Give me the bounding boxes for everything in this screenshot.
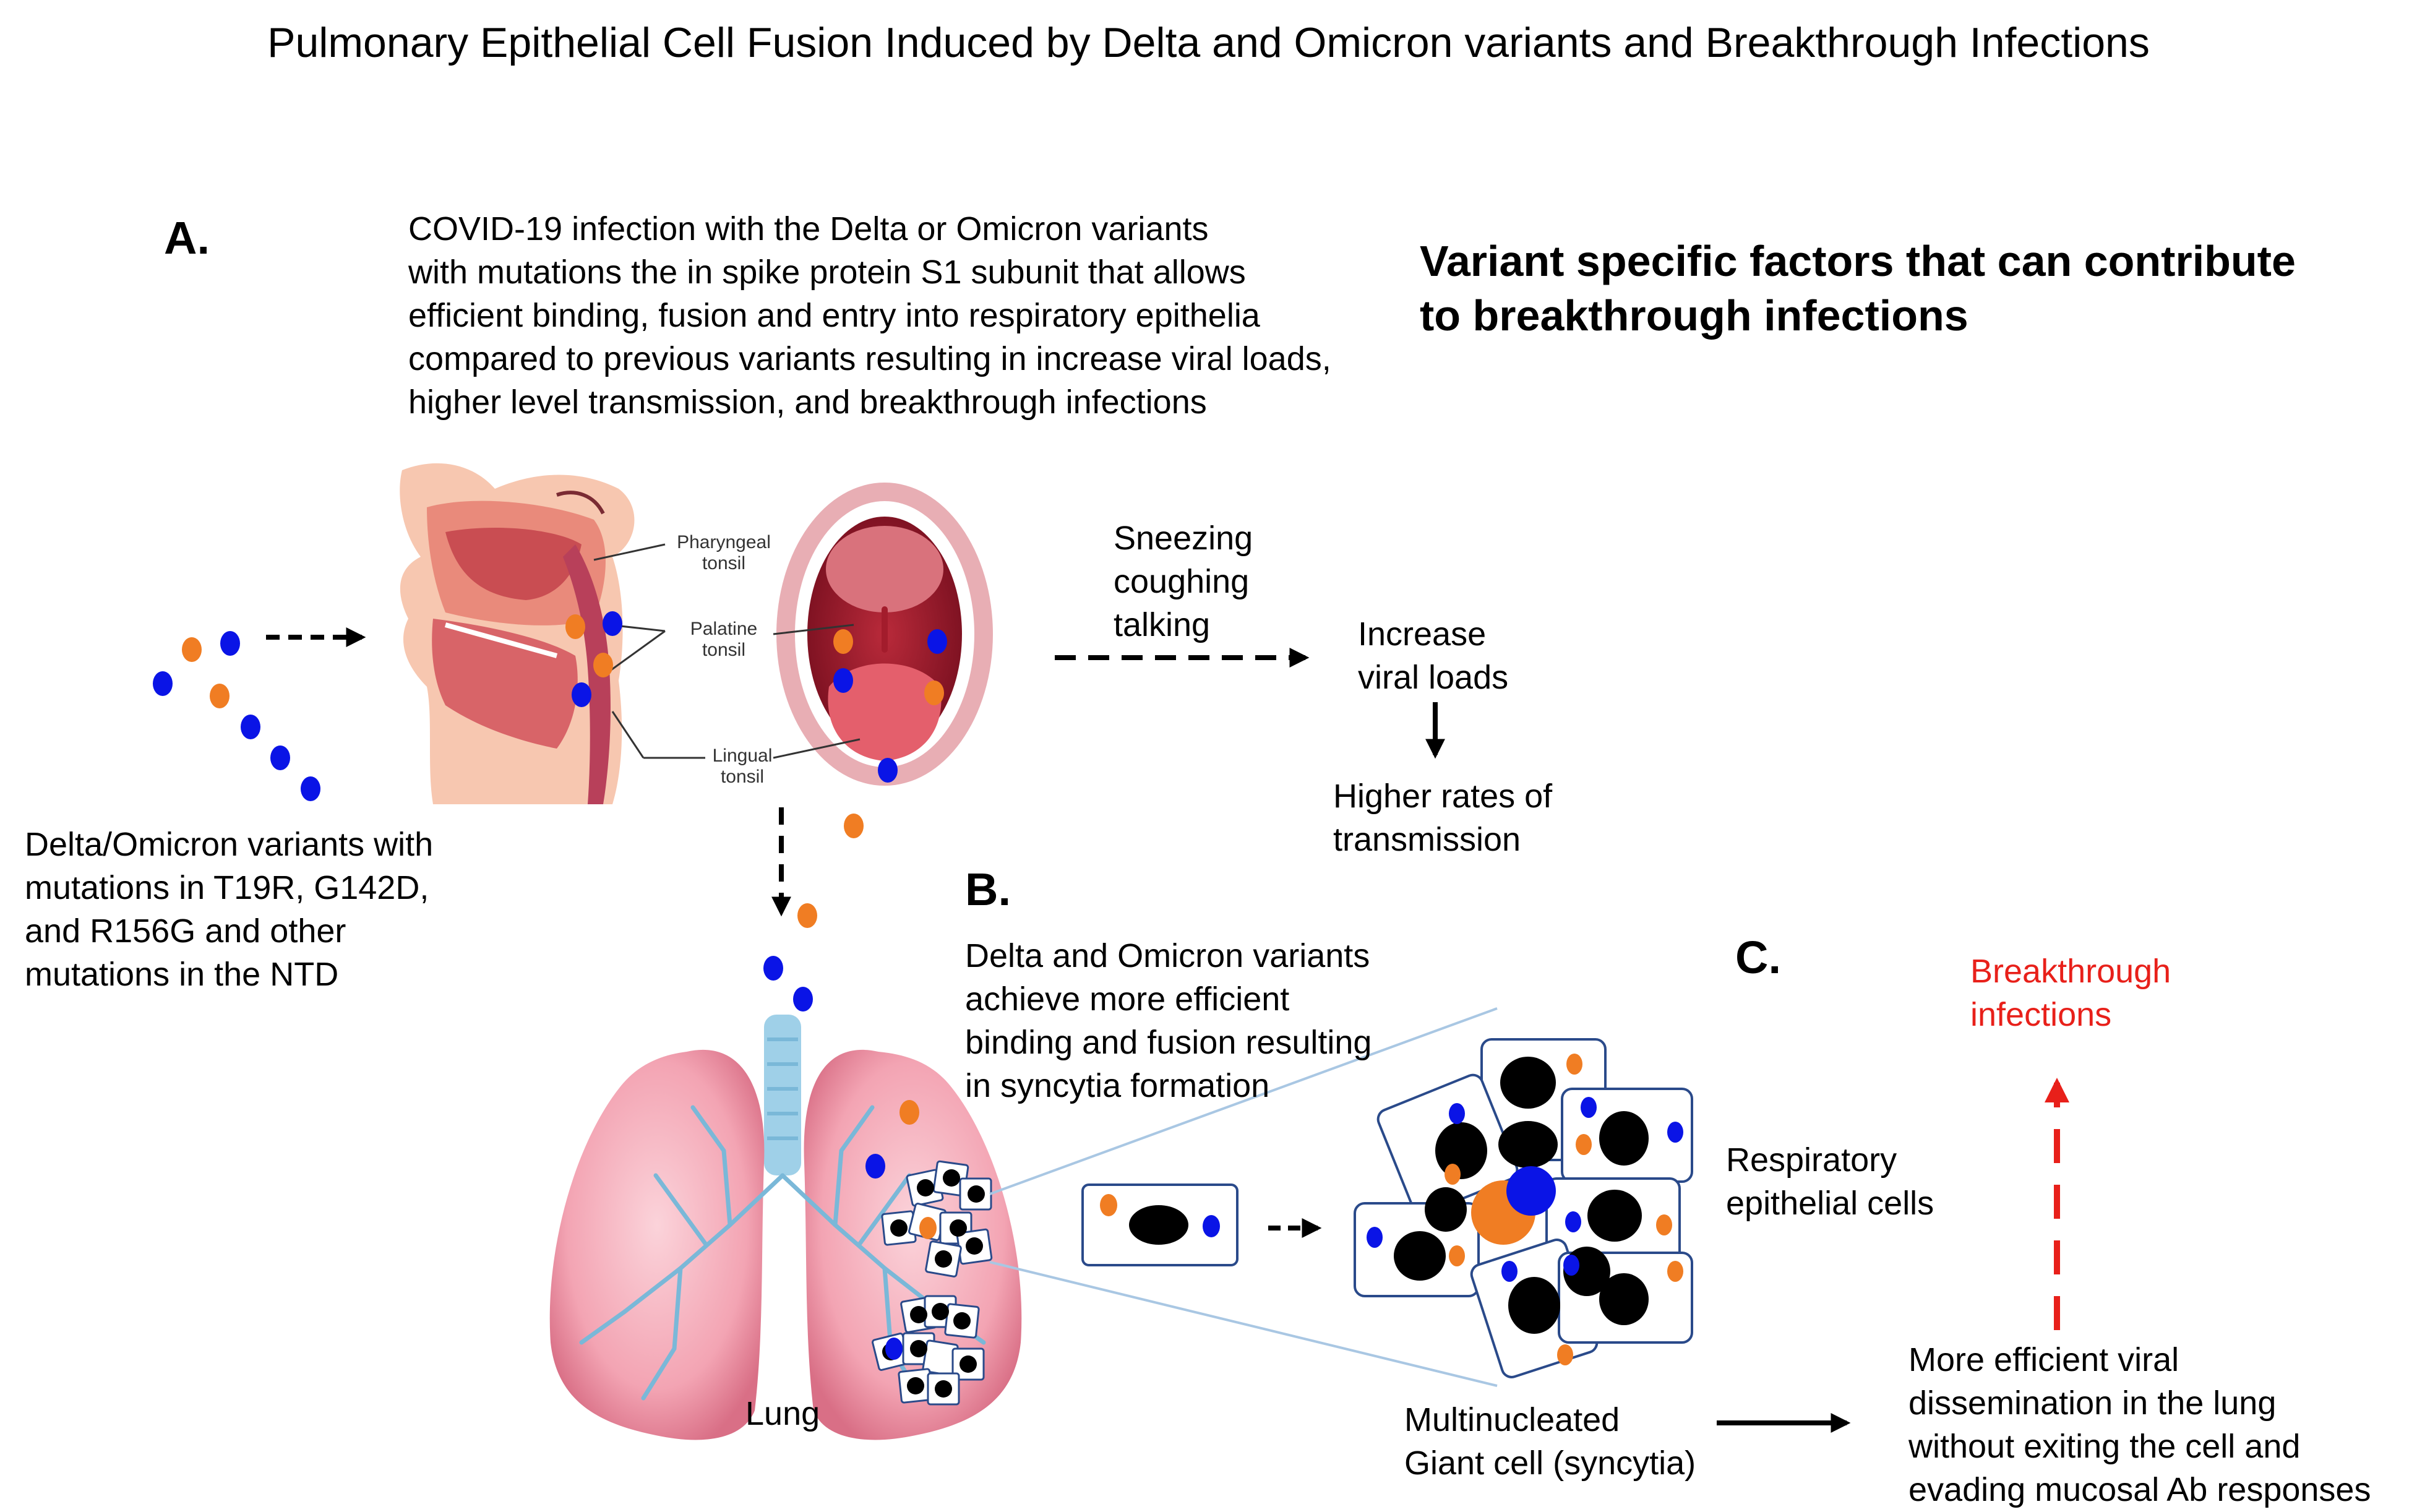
panel-b-description-line: binding and fusion resulting [965, 1024, 1372, 1061]
syncytia-virus-particles [1367, 1054, 1683, 1365]
lingual-tonsil-label: Lingual tonsil [687, 745, 798, 788]
transmission-label: Higher rates of transmission [1333, 775, 1552, 861]
zoom-lines [989, 1007, 1498, 1387]
panel-a-description-line: with mutations the in spike protein S1 s… [408, 254, 1246, 291]
variants-label-line: mutations in the NTD [25, 956, 339, 993]
spread-label-line: coughing [1114, 563, 1250, 600]
variant-factors-heading: Variant specific factors that can contri… [1420, 234, 2296, 343]
open-mouth-illustration [773, 483, 993, 786]
lungs-illustration [549, 1015, 1022, 1440]
respiratory-cells-line: Respiratory [1726, 1141, 1897, 1179]
panel-b-description: Delta and Omicron variants achieve more … [965, 934, 1372, 1107]
lung-label: Lung [745, 1395, 820, 1432]
viral-loads-label: Increase viral loads [1358, 612, 1508, 699]
heading-line: to breakthrough infections [1420, 291, 1968, 340]
panel-a-description-line: efficient binding, fusion and entry into… [408, 297, 1260, 334]
dissemination-line: More efficient viral [1908, 1341, 2179, 1378]
panel-b-description-line: achieve more efficient [965, 981, 1290, 1018]
panel-b-letter: B. [965, 864, 1011, 915]
tonsil-label-line: Palatine [690, 619, 758, 639]
panel-a-letter: A. [164, 212, 210, 264]
variants-label-line: Delta/Omicron variants with [25, 826, 434, 863]
transmission-line: Higher rates of [1333, 778, 1553, 815]
heading-line: Variant specific factors that can contri… [1420, 237, 2296, 285]
panel-a-description: COVID-19 infection with the Delta or Omi… [408, 207, 1331, 424]
panel-a-description-line: compared to previous variants resulting … [408, 340, 1331, 377]
panel-a-description-line: COVID-19 infection with the Delta or Omi… [408, 210, 1209, 247]
syncytia-nuclei [1394, 1057, 1649, 1334]
arrows [266, 627, 2069, 1433]
pharyngeal-tonsil-label: Pharyngeal tonsil [668, 532, 779, 574]
panel-b-description-line: Delta and Omicron variants [965, 937, 1370, 974]
breakthrough-infections-label: Breakthrough infections [1970, 950, 2171, 1036]
dissemination-line: without exiting the cell and [1908, 1428, 2301, 1465]
panel-a-description-line: higher level transmission, and breakthro… [408, 384, 1207, 421]
panel-c-letter: C. [1735, 932, 1781, 983]
syncytia-label-line: Multinucleated [1404, 1401, 1620, 1438]
dissemination-label: More efficient viral dissemination in th… [1908, 1338, 2371, 1511]
palatine-tonsil-label: Palatine tonsil [668, 619, 779, 661]
variants-mutations-label: Delta/Omicron variants with mutations in… [25, 823, 433, 996]
syncytia-label: Multinucleated Giant cell (syncytia) [1404, 1398, 1696, 1485]
single-infected-cell [1081, 1183, 1239, 1266]
head-cross-section-illustration [400, 463, 635, 804]
figure-title: Pulmonary Epithelial Cell Fusion Induced… [267, 19, 2150, 66]
syncytia-label-line: Giant cell (syncytia) [1404, 1445, 1696, 1482]
dissemination-line: evading mucosal Ab responses [1908, 1471, 2371, 1508]
dissemination-line: dissemination in the lung [1908, 1385, 2277, 1422]
variants-label-line: and R156G and other [25, 913, 346, 950]
tonsil-label-line: tonsil [702, 553, 746, 573]
tonsil-label-line: Pharyngeal [677, 532, 771, 552]
spread-label-line: talking [1114, 606, 1211, 643]
virus-particles [153, 611, 947, 1360]
transmission-line: transmission [1333, 821, 1521, 858]
viral-loads-line: Increase [1358, 616, 1487, 653]
tonsil-label-line: Lingual [712, 745, 773, 766]
panel-b-description-line: in syncytia formation [965, 1067, 1270, 1104]
spread-label-line: Sneezing [1114, 520, 1253, 557]
breakthrough-line: Breakthrough [1970, 953, 2171, 990]
respiratory-cells-line: epithelial cells [1726, 1185, 1934, 1222]
tonsil-label-line: tonsil [702, 640, 746, 660]
breakthrough-line: infections [1970, 996, 2112, 1033]
respiratory-cells-label: Respiratory epithelial cells [1726, 1138, 1934, 1225]
variants-label-line: mutations in T19R, G142D, [25, 869, 429, 906]
lung-cell-nuclei [882, 1169, 985, 1398]
tonsil-label-line: tonsil [720, 767, 765, 787]
spread-mechanisms-label: Sneezing coughing talking [1114, 517, 1253, 646]
viral-loads-line: viral loads [1358, 659, 1509, 696]
